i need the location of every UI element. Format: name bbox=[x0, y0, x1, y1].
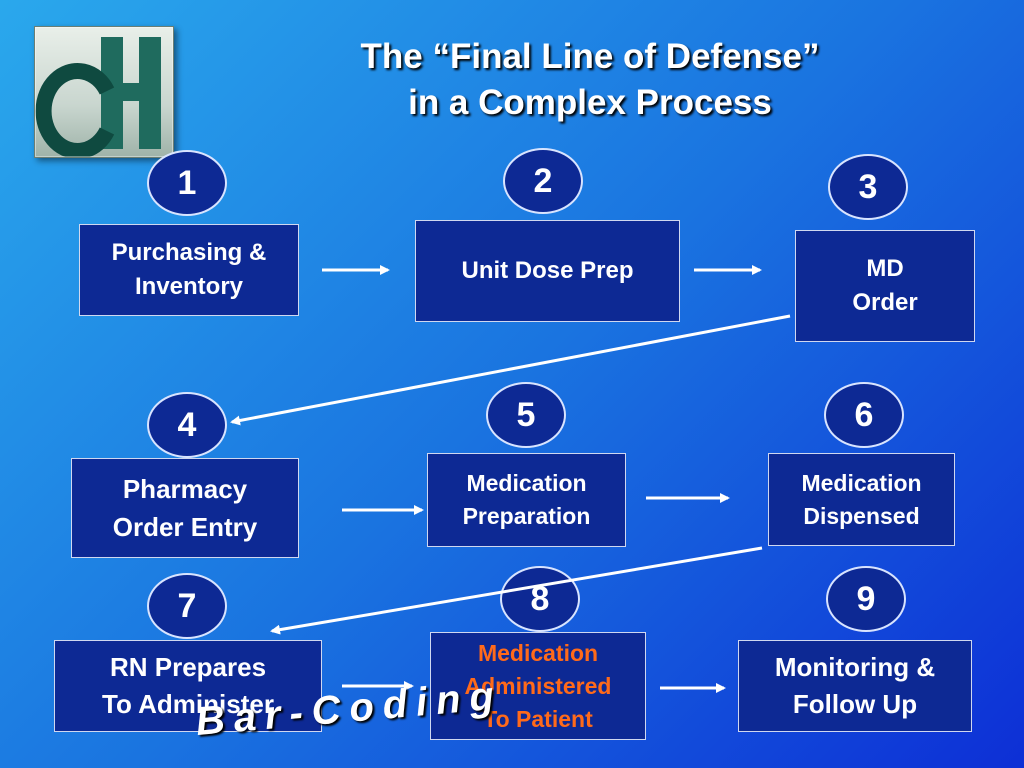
step-box-purchasing-inventory: Purchasing & Inventory bbox=[79, 224, 299, 316]
step-box-md-order: MD Order bbox=[795, 230, 975, 342]
step-5-line-1: Medication bbox=[466, 470, 587, 496]
step-box-rn-prepares: RN Prepares To Administer bbox=[54, 640, 322, 732]
title-line-1: The “Final Line of Defense” bbox=[360, 37, 820, 76]
step-1-line-2: Inventory bbox=[134, 273, 244, 300]
step-box-monitoring-follow-up: Monitoring & Follow Up bbox=[738, 640, 972, 732]
step-number-3: 3 bbox=[828, 154, 908, 220]
step-3-line-1: MD bbox=[866, 255, 904, 282]
step-9-line-1: Monitoring & bbox=[774, 652, 936, 682]
step-6-line-2: Dispensed bbox=[803, 502, 920, 529]
step-9-line-2: Follow Up bbox=[792, 689, 918, 719]
step-box-medication-preparation: Medication Preparation bbox=[427, 453, 626, 547]
step-number-6: 6 bbox=[824, 382, 904, 448]
step-box-pharmacy-order-entry: Pharmacy Order Entry bbox=[71, 458, 299, 558]
step-number-4: 4 bbox=[147, 392, 227, 458]
step-box-medication-administered: Medication Administered To Patient bbox=[430, 632, 646, 740]
step-number-1: 1 bbox=[147, 150, 227, 216]
step-number-8: 8 bbox=[500, 566, 580, 632]
step-2-line-1: Unit Dose Prep bbox=[461, 257, 634, 284]
step-4-line-1: Pharmacy bbox=[122, 474, 248, 504]
step-6-line-1: Medication bbox=[801, 469, 922, 496]
step-7-line-1: RN Prepares bbox=[109, 652, 267, 682]
title-line-2: in a Complex Process bbox=[408, 83, 772, 122]
step-7-line-2: To Administer bbox=[102, 689, 274, 719]
ch-logo-icon bbox=[34, 26, 174, 158]
step-number-2: 2 bbox=[503, 148, 583, 214]
step-number-7: 7 bbox=[147, 573, 227, 639]
step-1-line-1: Purchasing & bbox=[111, 239, 267, 266]
step-box-medication-dispensed: Medication Dispensed bbox=[768, 453, 955, 546]
step-3-line-2: Order bbox=[852, 289, 918, 316]
step-8-line-2: Administered bbox=[464, 672, 612, 699]
step-8-line-3: To Patient bbox=[483, 705, 593, 732]
step-number-5: 5 bbox=[486, 382, 566, 448]
step-8-line-1: Medication bbox=[477, 639, 599, 666]
step-box-unit-dose-prep: Unit Dose Prep bbox=[415, 220, 680, 322]
step-number-9: 9 bbox=[826, 566, 906, 632]
step-5-line-2: Preparation bbox=[462, 503, 591, 529]
step-4-line-2: Order Entry bbox=[112, 512, 258, 542]
page-title: The “Final Line of Defense” in a Complex… bbox=[240, 34, 940, 126]
